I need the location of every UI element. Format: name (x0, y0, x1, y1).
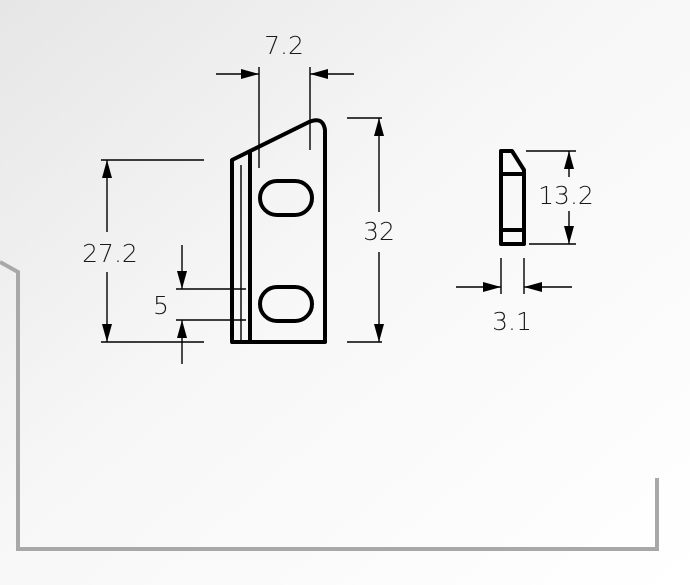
dim-side-thickness-label: 3.1 (492, 307, 532, 336)
arrow-3-left (483, 282, 501, 292)
arrow-27-top (102, 160, 112, 178)
dim-total-height-label: 32 (363, 217, 395, 246)
dim-side-height-label: 13.2 (538, 181, 594, 210)
dim-slot-spacing-label: 5 (153, 291, 169, 320)
arrow-5-top (177, 271, 187, 289)
sheet-frame (0, 260, 659, 551)
lower-slot (258, 285, 314, 323)
arrow-27-bottom (102, 324, 112, 342)
arrow-3-right (524, 282, 542, 292)
arrow-5-bottom (177, 320, 187, 338)
side-view-outline (499, 149, 526, 246)
bracket-outline (230, 118, 327, 344)
arrow-top-left (241, 69, 259, 79)
arrow-top-right (310, 69, 328, 79)
arrow-13-bottom (564, 226, 574, 244)
arrow-32-top (374, 118, 384, 136)
arrow-13-top (564, 151, 574, 169)
dim-left-height-label: 27.2 (82, 239, 138, 268)
dim-top-width-label: 7.2 (264, 31, 304, 60)
arrow-32-bottom (374, 324, 384, 342)
upper-slot (258, 179, 314, 217)
